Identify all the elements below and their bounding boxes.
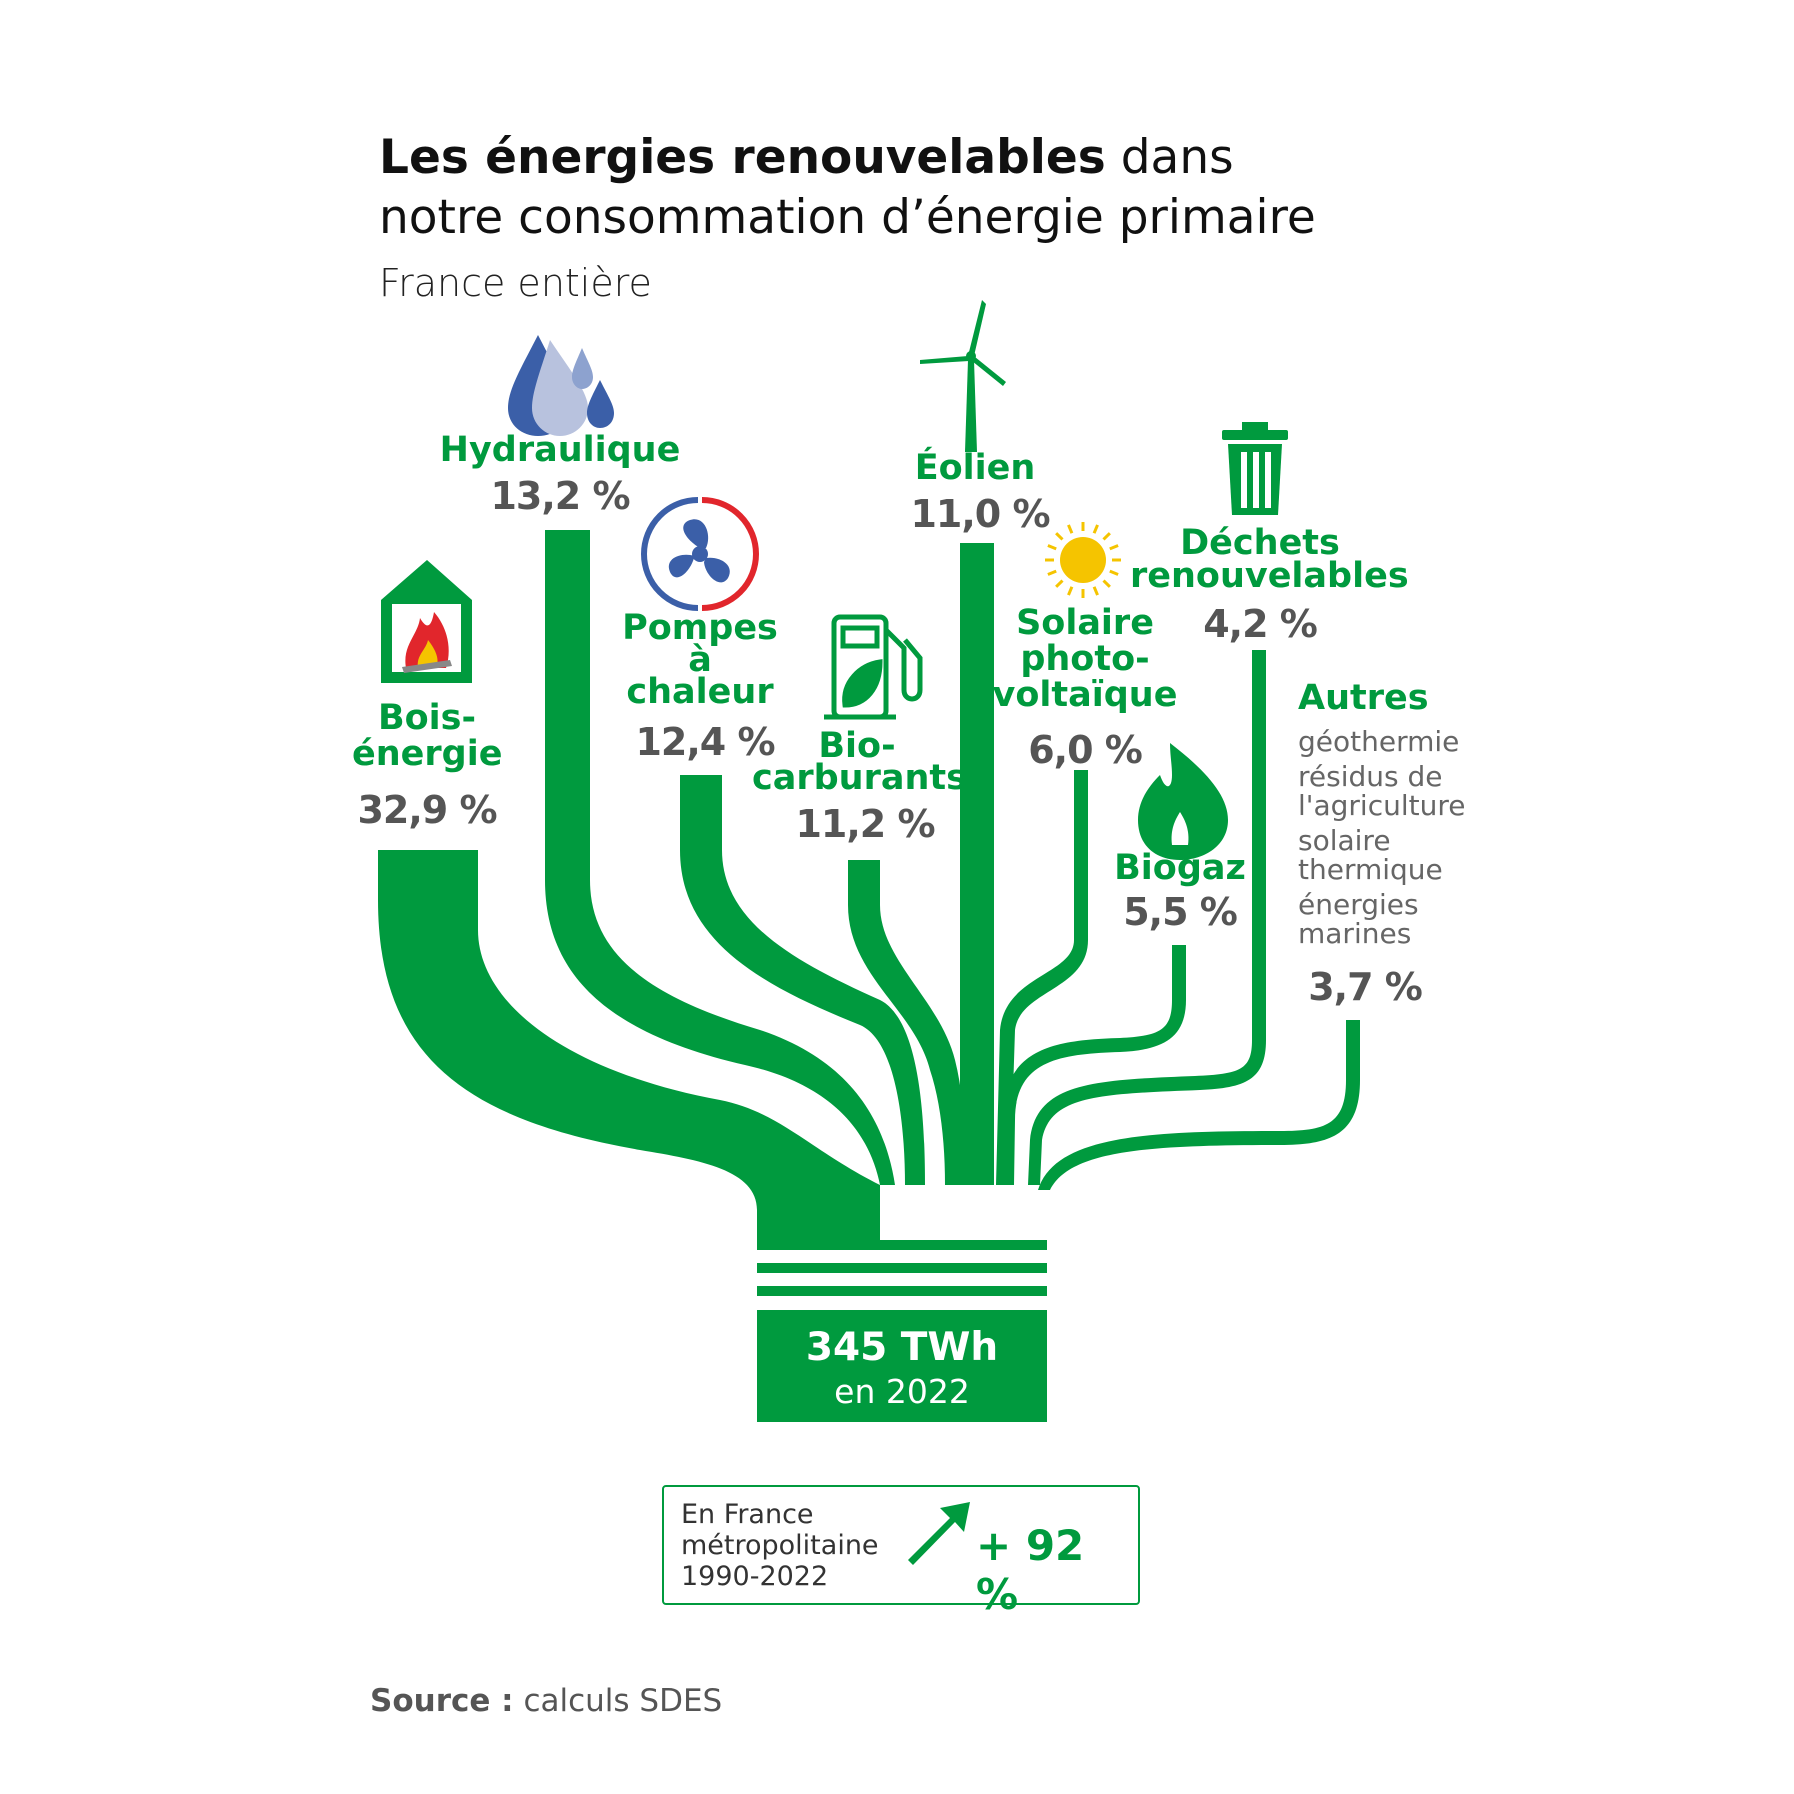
sun-ray [1047, 569, 1057, 576]
value-autres: 3,7 % [1308, 965, 1423, 1009]
sun-ray [1055, 532, 1064, 541]
heat-pump-fan-icon [641, 497, 759, 611]
sankey-flows [378, 530, 1360, 1422]
value-eolien: 11,0 % [910, 492, 1050, 536]
sun-ray [1109, 544, 1119, 551]
total-year: en 2022 [834, 1372, 970, 1411]
flow-autres [1038, 1020, 1360, 1190]
label-autres: Autres [1298, 678, 1429, 718]
label-hydraulique: Hydraulique [439, 430, 681, 470]
chart-title: Les énergies renouvelables dans notre co… [379, 130, 1316, 245]
sun-ray [1092, 586, 1099, 596]
chart-subtitle: France entière [379, 261, 652, 305]
value-biocarburants: 11,2 % [795, 802, 935, 846]
value-pompes: 12,4 % [635, 720, 775, 764]
sun-ray [1055, 579, 1064, 588]
trunk-stripe-1 [757, 1240, 1047, 1250]
gas-flame-icon [1138, 743, 1228, 860]
fuel-pump-leaf-icon [824, 614, 923, 720]
label-bois-energie: Bois-énergie [352, 698, 503, 774]
flow-biogaz [1002, 945, 1186, 1185]
source-note: Source : calculs SDES [370, 1683, 723, 1719]
sun-ray [1067, 524, 1074, 534]
sun-ray [1102, 532, 1111, 541]
sun-ray [1102, 579, 1111, 588]
label-biogaz: Biogaz [1114, 848, 1246, 888]
sun-ray [1092, 524, 1099, 534]
evolution-value: + 92 % [976, 1521, 1085, 1619]
wood-fire-house-icon [381, 560, 472, 683]
trunk-stripe-2 [757, 1263, 1047, 1273]
sun-ray [1109, 569, 1119, 576]
value-biogaz: 5,5 % [1123, 890, 1238, 934]
total-label: 345 TWh en 2022 [757, 1325, 1047, 1413]
flow-eolien [960, 543, 994, 1185]
trash-bin-icon [1222, 422, 1288, 515]
evolution-box: En France métropolitaine 1990-2022 + 92 … [662, 1485, 1140, 1619]
wind-turbine-icon [920, 300, 1006, 452]
flow-bois-energie [378, 850, 880, 1240]
water-drops-icon [508, 335, 614, 436]
label-eolien: Éolien [914, 448, 1036, 488]
total-value: 345 TWh [805, 1325, 999, 1370]
flow-hydraulique [545, 530, 895, 1185]
flow-pompes [680, 775, 925, 1185]
value-hydraulique: 13,2 % [490, 474, 630, 518]
label-biocarburants: Bio-carburants [752, 726, 967, 798]
trunk-stripe-3 [757, 1286, 1047, 1296]
sun-ray [1067, 586, 1074, 596]
evolution-arrow-icon [908, 1502, 970, 1565]
value-solaire: 6,0 % [1028, 728, 1143, 772]
flow-solaire [996, 770, 1088, 1185]
value-bois-energie: 32,9 % [357, 788, 497, 832]
autres-details: géothermie résidus de l'agriculture sola… [1298, 725, 1466, 950]
sun-ray [1047, 544, 1057, 551]
sun-icon [1045, 522, 1121, 598]
value-dechets: 4,2 % [1203, 602, 1318, 646]
flow-biocarburants [848, 860, 965, 1185]
evolution-text: En France métropolitaine 1990-2022 [681, 1499, 879, 1592]
trunk-total-box [757, 1310, 1047, 1422]
